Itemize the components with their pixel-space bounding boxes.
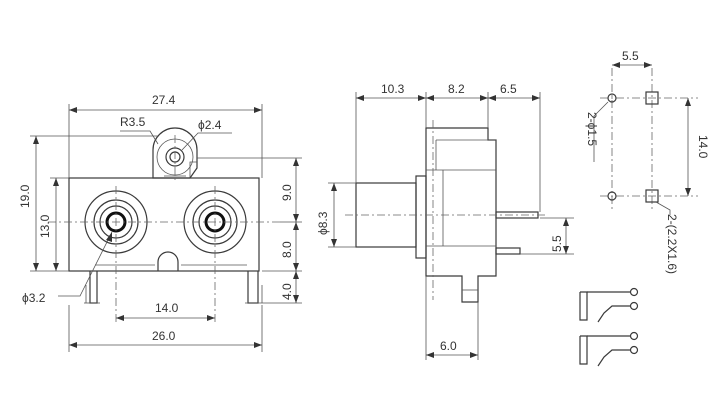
dim-base-width: 26.0 bbox=[152, 329, 176, 343]
dim-radius: R3.5 bbox=[120, 115, 146, 129]
front-body bbox=[68, 177, 260, 272]
pcb-layout: 5.5 14.0 2-ϕ1.5 2-(2.2X1.6) bbox=[585, 49, 710, 274]
schematic-symbols bbox=[579, 287, 639, 367]
dim-height-jacks: 13.0 bbox=[38, 214, 52, 238]
dim-pin-offset: 5.5 bbox=[550, 235, 564, 252]
dim-pitch: 14.0 bbox=[155, 301, 179, 315]
dim-lug-hole: ϕ2.4 bbox=[198, 118, 222, 132]
dim-depth-body: 8.2 bbox=[448, 82, 465, 96]
pcb-round-hole-bottom bbox=[607, 191, 617, 201]
side-body bbox=[425, 127, 497, 303]
dim-pin-length: 4.0 bbox=[280, 283, 294, 300]
dim-right-lower: 8.0 bbox=[280, 241, 294, 258]
front-view: 27.4 R3.5 ϕ2.4 19.0 13.0 ϕ3.2 14.0 bbox=[18, 93, 302, 352]
pcb-slot-bottom bbox=[645, 189, 659, 203]
jack-symbol-bottom bbox=[579, 335, 588, 365]
dim-height-overall: 19.0 bbox=[18, 184, 32, 208]
left-pin bbox=[89, 271, 98, 304]
dim-round-holes: 2-ϕ1.5 bbox=[585, 112, 599, 146]
dim-width-overall: 27.4 bbox=[152, 93, 176, 107]
pcb-slot-top bbox=[645, 91, 659, 105]
dim-pin-spacing-y: 14.0 bbox=[696, 135, 710, 159]
jack-symbol-top bbox=[579, 291, 588, 321]
dim-slot-holes: 2-(2.2X1.6) bbox=[665, 214, 679, 274]
dim-jack-hole: ϕ3.2 bbox=[22, 291, 46, 305]
side-view: 10.3 8.2 6.5 ϕ8.3 5.5 6.0 bbox=[316, 82, 574, 360]
right-pin bbox=[247, 271, 259, 304]
pcb-round-hole-top bbox=[607, 93, 617, 103]
mounting-lug bbox=[152, 127, 198, 179]
dim-pin-spacing-x: 5.5 bbox=[622, 49, 639, 63]
dim-base-depth: 6.0 bbox=[440, 339, 457, 353]
dim-depth-rear: 6.5 bbox=[500, 82, 517, 96]
dim-depth-front: 10.3 bbox=[381, 82, 405, 96]
dim-barrel-diameter: ϕ8.3 bbox=[316, 211, 330, 235]
dim-right-upper: 9.0 bbox=[280, 184, 294, 201]
